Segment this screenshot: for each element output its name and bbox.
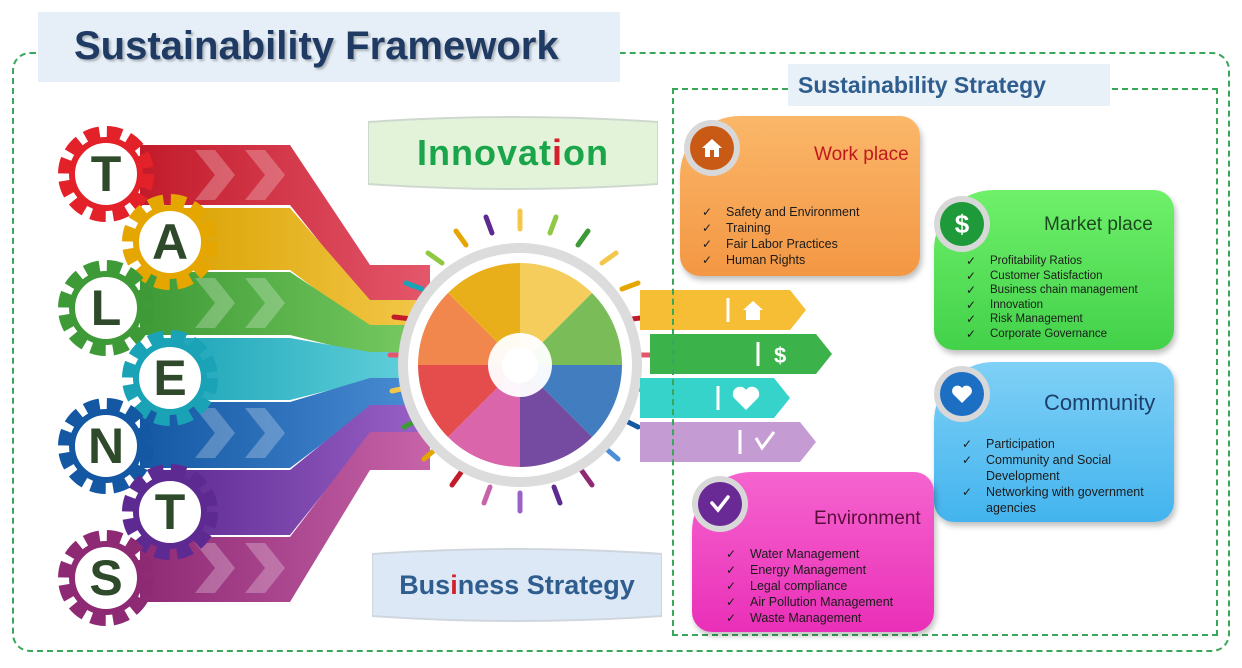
check-icon xyxy=(754,431,776,451)
list-item: Corporate Governance xyxy=(964,327,1138,342)
gear-t: T xyxy=(50,118,162,230)
list-item: Networking with government agencies xyxy=(960,484,1172,516)
home-icon xyxy=(690,126,734,170)
community-badge xyxy=(934,366,990,422)
hands-circle-icon xyxy=(387,208,655,514)
strategy-label-box: Sustainability Strategy xyxy=(788,64,1110,106)
gear-letter: E xyxy=(153,350,187,406)
ribbon-e xyxy=(160,338,430,400)
gear-n: N xyxy=(50,390,162,502)
ribbon-l xyxy=(140,272,430,355)
strategy-label: Sustainability Strategy xyxy=(798,72,1046,98)
ribbon-t2 xyxy=(160,405,430,535)
check-icon xyxy=(698,482,742,526)
gear-t2: T xyxy=(114,456,226,568)
gear-l: L xyxy=(50,252,162,364)
environment-badge xyxy=(692,476,748,532)
ribbon-s xyxy=(140,432,430,602)
dollar-icon: $ xyxy=(940,202,984,246)
outer-frame xyxy=(12,52,1230,652)
list-item: Community and Social Development xyxy=(960,452,1172,484)
marketplace-list: Profitability Ratios Customer Satisfacti… xyxy=(964,254,1138,341)
list-item: Air Pollution Management xyxy=(724,594,893,610)
list-item: Business chain management xyxy=(964,283,1138,298)
heart-icon xyxy=(940,372,984,416)
list-item: Safety and Environment xyxy=(700,204,859,220)
gear-e: E xyxy=(114,322,226,434)
list-item: Fair Labor Practices xyxy=(700,236,859,252)
gear-a: A xyxy=(114,186,226,298)
icon-arrows: $ xyxy=(640,290,832,462)
list-item: Innovation xyxy=(964,298,1138,313)
gear-letter: T xyxy=(90,146,122,202)
heart-icon xyxy=(732,386,760,410)
title-box: Sustainability Framework xyxy=(38,12,620,82)
workplace-list: Safety and Environment Training Fair Lab… xyxy=(700,204,859,268)
gear-letter: A xyxy=(151,214,189,270)
list-item: Training xyxy=(700,220,859,236)
list-item: Customer Satisfaction xyxy=(964,269,1138,284)
workplace-badge xyxy=(684,120,740,176)
list-item: Water Management xyxy=(724,546,893,562)
list-item: Human Rights xyxy=(700,252,859,268)
gear-s: S xyxy=(50,522,162,634)
marketplace-badge: $ xyxy=(934,196,990,252)
community-title: Community xyxy=(1044,390,1156,415)
list-item: Energy Management xyxy=(724,562,893,578)
list-item: Profitability Ratios xyxy=(964,254,1138,269)
gear-letter: N xyxy=(87,418,125,474)
list-item: Legal compliance xyxy=(724,578,893,594)
list-item: Waste Management xyxy=(724,610,893,626)
workplace-title: Work place xyxy=(814,144,909,165)
gear-letter: L xyxy=(90,280,122,336)
list-item: Risk Management xyxy=(964,312,1138,327)
environment-title: Environment xyxy=(814,508,921,529)
innovation-label: Innovation xyxy=(416,132,609,173)
marketplace-title: Market place xyxy=(1044,214,1153,235)
home-icon xyxy=(743,301,763,320)
ribbon-t1 xyxy=(140,145,430,305)
innovation-banner: Innovation xyxy=(368,112,658,194)
ribbon-a xyxy=(160,208,430,330)
list-item: Participation xyxy=(960,436,1172,452)
page-title: Sustainability Framework xyxy=(74,24,559,68)
ribbon-n xyxy=(140,378,430,468)
environment-list: Water Management Energy Management Legal… xyxy=(724,546,893,626)
dollar-icon: $ xyxy=(774,343,786,368)
gear-letter: T xyxy=(154,484,186,540)
community-list: Participation Community and Social Devel… xyxy=(960,436,1172,516)
gear-letter: S xyxy=(89,550,123,606)
business-strategy-banner: Business Strategy xyxy=(372,544,662,626)
business-strategy-label: Business Strategy xyxy=(399,570,635,600)
